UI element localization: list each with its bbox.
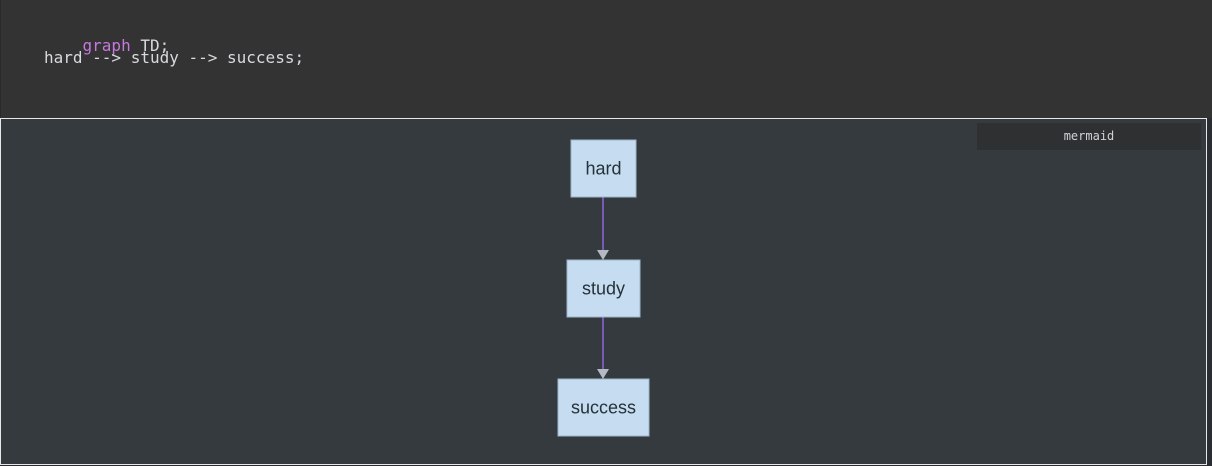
code-line-1: graph TD; <box>44 16 170 76</box>
node-label-success: success <box>571 398 636 418</box>
flowchart-diagram: hard study success <box>557 139 650 437</box>
node-study: study <box>566 259 641 318</box>
node-label-hard: hard <box>585 159 621 179</box>
mermaid-preview: mermaid hard study success <box>0 118 1207 465</box>
node-success: success <box>557 378 650 437</box>
keyword-graph: graph <box>82 36 131 55</box>
language-label: mermaid <box>977 123 1201 150</box>
node-label-study: study <box>582 279 625 299</box>
edge-study-success <box>597 317 609 379</box>
code-line-1-rest: TD; <box>130 36 170 55</box>
edge-hard-study <box>597 197 609 260</box>
code-editor[interactable]: graph TD; hard --> study --> success; <box>0 0 1212 118</box>
code-line-2: hard --> study --> success; <box>44 48 305 67</box>
node-hard: hard <box>570 139 637 198</box>
